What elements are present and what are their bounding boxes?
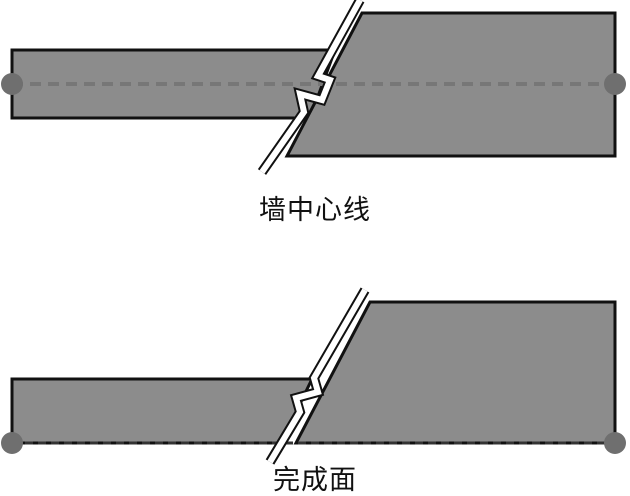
- top-left-endpoint: [1, 73, 23, 95]
- bottom-left-endpoint: [1, 432, 23, 454]
- bottom-right-endpoint: [604, 432, 626, 454]
- top-panel: [1, 0, 626, 175]
- bottom-panel: [1, 287, 626, 465]
- bottom-thin-wall: [10, 377, 315, 445]
- bottom-break-line-gap: [267, 288, 368, 464]
- wall-centerline-caption: 墙中心线: [259, 195, 371, 226]
- finish-face-caption: 完成面: [273, 465, 357, 496]
- top-break-line-gap: [259, 0, 363, 174]
- top-right-endpoint: [604, 73, 626, 95]
